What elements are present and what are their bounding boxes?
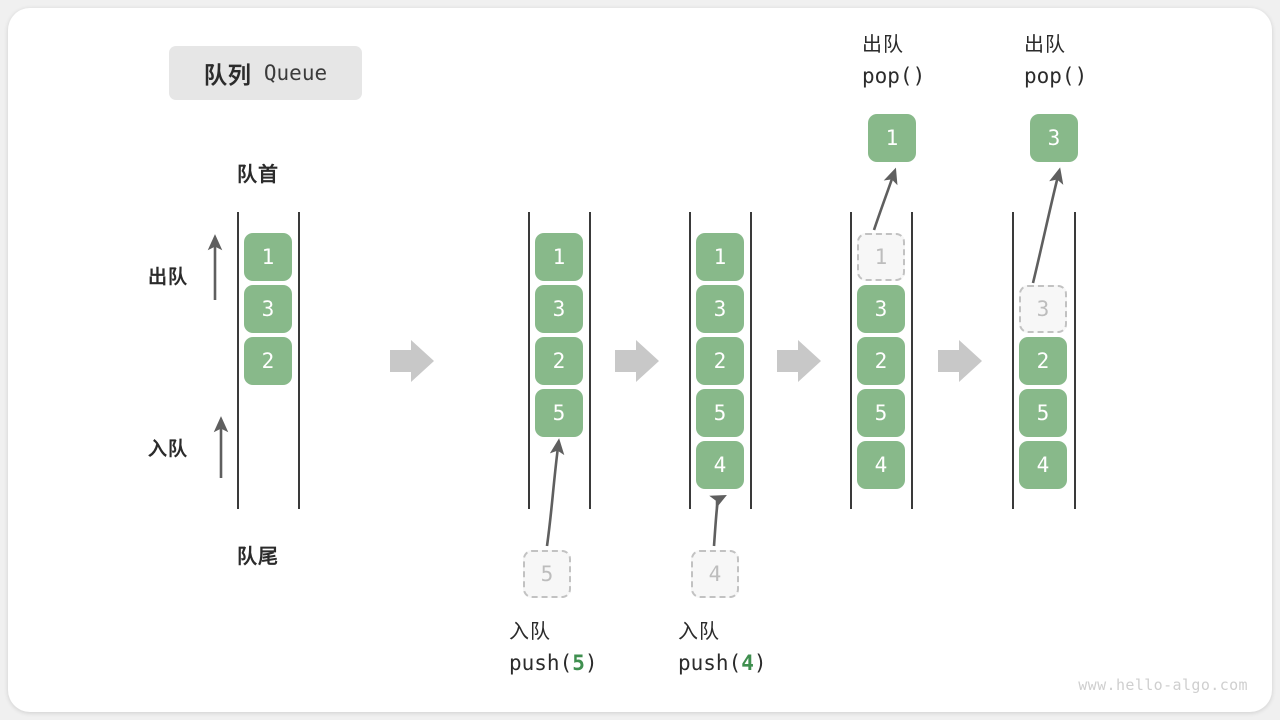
outgoing-ghost-cell: 1	[857, 233, 905, 281]
operation-name: 入队	[678, 621, 720, 643]
title-chinese: 队列	[203, 62, 252, 88]
queue-rail-left-5	[1012, 212, 1014, 509]
operation-caption-push-4: 入队 push(4)	[678, 617, 767, 679]
incoming-ghost-cell: 5	[523, 550, 571, 598]
operation-name: 入队	[509, 621, 551, 643]
operation-code: push(5)	[509, 651, 598, 675]
queue-cell: 2	[857, 337, 905, 385]
title-english: Queue	[263, 61, 328, 85]
queue-cell: 2	[696, 337, 744, 385]
operation-name: 出队	[862, 34, 904, 56]
operation-code: pop()	[862, 64, 926, 88]
popped-cell: 3	[1030, 114, 1078, 162]
queue-rail-left-4	[850, 212, 852, 509]
enqueue-direction-label: 入队	[148, 439, 189, 460]
queue-cell: 5	[857, 389, 905, 437]
operation-code: push(4)	[678, 651, 767, 675]
queue-rail-right-2	[589, 212, 591, 509]
operation-caption-pop-3: 出队 pop()	[1024, 30, 1087, 92]
operation-caption-push-5: 入队 push(5)	[509, 617, 598, 679]
queue-cell: 3	[244, 285, 292, 333]
watermark: www.hello-algo.com	[1078, 676, 1248, 694]
queue-front-label: 队首	[237, 164, 279, 186]
queue-cell: 3	[696, 285, 744, 333]
queue-cell: 2	[1019, 337, 1067, 385]
queue-cell: 4	[1019, 441, 1067, 489]
queue-cell: 5	[696, 389, 744, 437]
queue-rear-label: 队尾	[237, 546, 279, 568]
queue-rail-right-1	[298, 212, 300, 509]
queue-cell: 1	[696, 233, 744, 281]
queue-cell: 2	[244, 337, 292, 385]
queue-rail-right-5	[1074, 212, 1076, 509]
queue-cell: 5	[1019, 389, 1067, 437]
operation-name: 出队	[1024, 34, 1066, 56]
popped-cell: 1	[868, 114, 916, 162]
queue-rail-left-2	[528, 212, 530, 509]
queue-cell: 3	[535, 285, 583, 333]
queue-cell: 2	[535, 337, 583, 385]
incoming-ghost-cell: 4	[691, 550, 739, 598]
diagram-title-chip: 队列 Queue	[169, 46, 362, 100]
queue-cell: 3	[857, 285, 905, 333]
queue-cell: 5	[535, 389, 583, 437]
queue-rail-right-4	[911, 212, 913, 509]
queue-rail-right-3	[750, 212, 752, 509]
queue-cell: 4	[696, 441, 744, 489]
queue-rail-left-3	[689, 212, 691, 509]
outgoing-ghost-cell: 3	[1019, 285, 1067, 333]
diagram-card	[8, 8, 1272, 712]
operation-caption-pop-1: 出队 pop()	[862, 30, 925, 92]
queue-cell: 1	[244, 233, 292, 281]
queue-cell: 4	[857, 441, 905, 489]
dequeue-direction-label: 出队	[148, 267, 189, 288]
queue-cell: 1	[535, 233, 583, 281]
operation-code: pop()	[1024, 64, 1088, 88]
queue-rail-left-1	[237, 212, 239, 509]
